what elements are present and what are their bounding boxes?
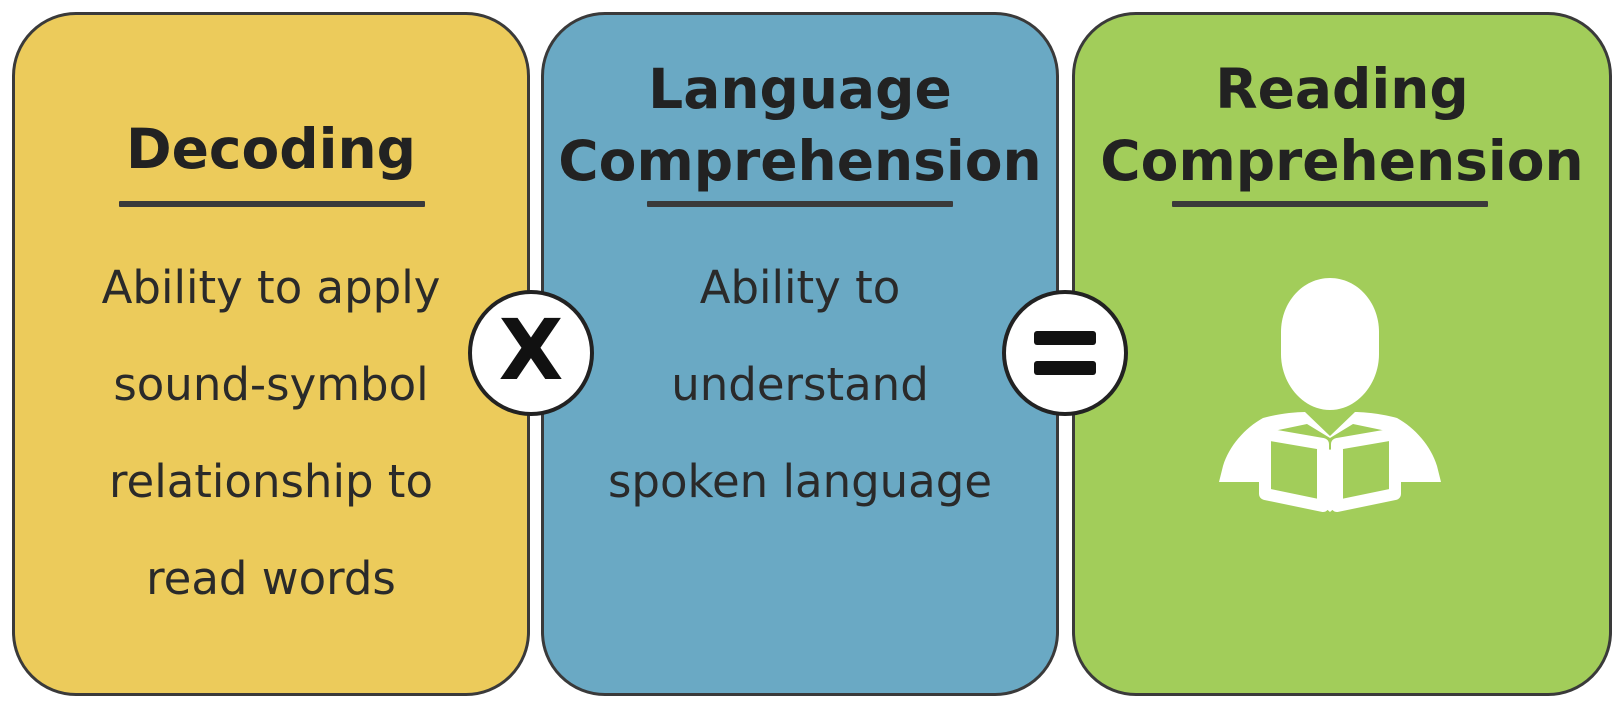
equals-operator (1002, 290, 1128, 416)
title-underline (1172, 201, 1488, 207)
card-text-line: read words (146, 552, 396, 605)
equals-icon (1034, 331, 1096, 375)
card-text-line: sound-symbol (113, 358, 429, 411)
card-title: Decoding (125, 117, 417, 181)
person-reading-book-icon (1219, 278, 1441, 512)
multiply-operator: X (468, 290, 594, 416)
title-underline (647, 201, 953, 207)
card-text-line: spoken language (607, 455, 993, 508)
multiply-icon: X (498, 301, 564, 399)
card-title: Reading Comprehension (1100, 57, 1584, 193)
card-text-line: relationship to (109, 455, 433, 508)
language-comprehension-card: Language Comprehension Ability to unders… (541, 12, 1059, 696)
title-underline (119, 201, 425, 207)
card-text-line: understand (671, 358, 929, 411)
card-title: Language Comprehension (558, 57, 1042, 193)
card-text-line: Ability to (699, 261, 901, 314)
decoding-card: Decoding Ability to apply sound-symbol r… (12, 12, 530, 696)
reading-comprehension-card: Reading Comprehension (1072, 12, 1612, 696)
card-text-line: Ability to apply (101, 261, 441, 314)
